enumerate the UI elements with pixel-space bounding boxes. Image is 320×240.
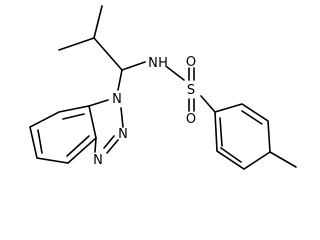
bond-ch-to-nh [121,61,146,71]
atom-label-s: S [187,83,195,98]
tolyl-ring-outline [214,103,271,170]
tolyl-inner-bond-1 [241,110,263,125]
bond-ring-to-methyl [269,151,297,168]
atom-label-n-sulfonamide: N [148,56,158,71]
atom-label-triazole-n2: N [118,127,128,142]
atom-label-triazole-n1: N [112,92,122,107]
tolyl-inner-bond-3 [219,117,223,147]
tolyl-ring [214,103,297,170]
benzo-inner-bond-1 [37,129,43,154]
atom-label-o-bottom: O [186,112,196,127]
benzotriazole-group [29,99,124,164]
sulfonyl-group [188,67,216,113]
isopropyl-group [58,5,123,71]
chemical-structure-diagram: N H S O O N N N [29,5,297,170]
atom-label-h-sulfonamide: H [158,56,168,71]
bond-n2-n3-a [106,139,119,154]
bond-s-to-ring [200,95,216,113]
benzo-inner-bond-3 [62,113,85,120]
bond-methyl-top [93,5,103,39]
atom-label-triazole-n3: N [93,153,103,168]
bond-n1-n2 [120,107,124,128]
bond-ch-to-triazole-n [117,69,123,91]
bond-nh-to-s [166,66,185,81]
bond-n2-n3-b [103,135,115,149]
atom-label-o-top: O [186,55,196,70]
benzo-ring-outline [29,105,97,164]
bond-c7a-n1 [88,99,109,107]
central-chain [117,61,185,91]
bond-n3-c3a [94,137,97,153]
tolyl-inner-bond-2 [220,147,242,163]
bond-methyl-left [58,37,95,51]
bond-isopropyl-ch [93,37,123,71]
benzo-inner-bond-2 [66,135,90,157]
